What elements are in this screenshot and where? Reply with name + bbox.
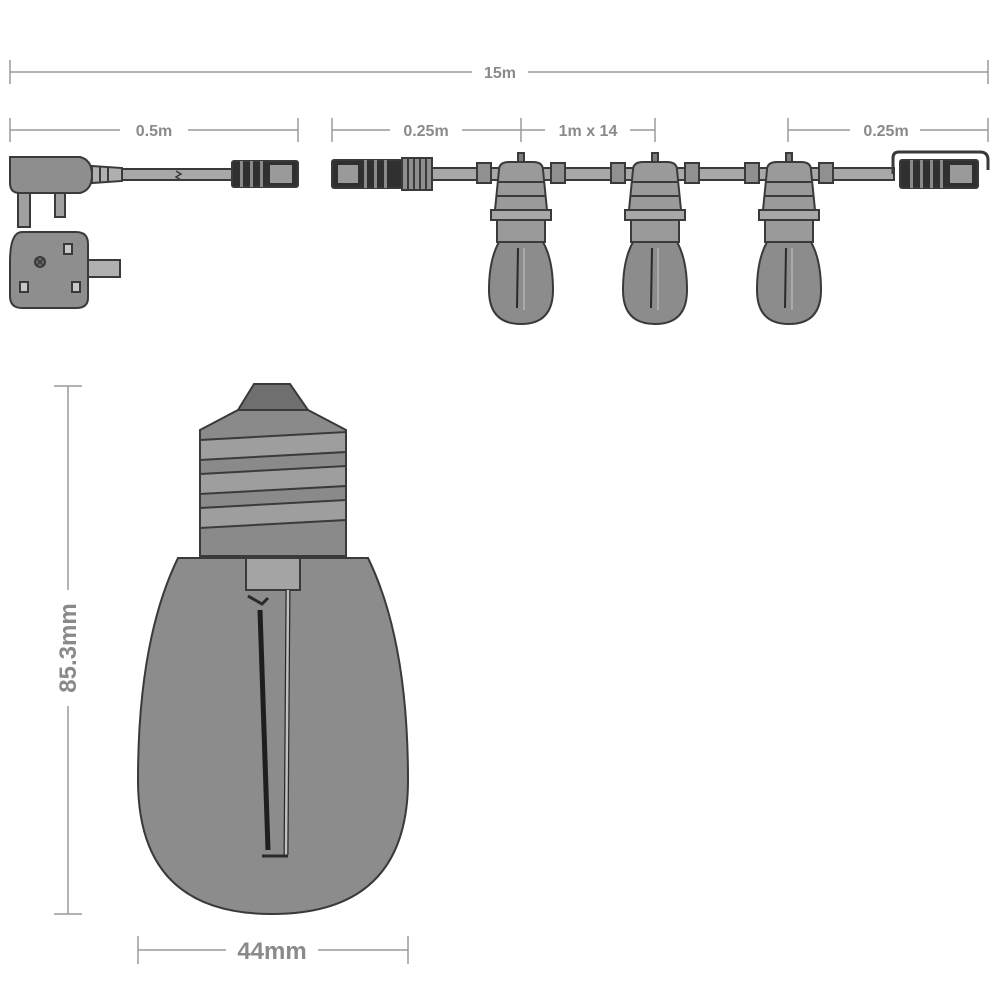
uk-plug-side-view — [9, 156, 299, 228]
uk-plug-face-view — [9, 231, 121, 309]
large-bulb-detail — [136, 383, 410, 916]
bulb-height-label: 85.3mm — [55, 603, 82, 692]
plug-lead-label: 0.5m — [136, 123, 172, 140]
string-bulb — [744, 152, 834, 326]
bulb-spacing-dimension: 1m x 14 — [521, 118, 656, 142]
festoon-string — [331, 150, 990, 326]
bulb-width-label: 44mm — [237, 938, 306, 965]
lead-out-label: 0.25m — [863, 123, 908, 140]
lead-in-dimension: 0.25m — [331, 118, 522, 142]
string-bulb — [610, 152, 700, 326]
plug-lead-dimension: 0.5m — [9, 118, 299, 142]
total-length-label: 15m — [484, 65, 516, 82]
lead-out-dimension: 0.25m — [787, 118, 989, 142]
string-bulb — [476, 152, 566, 326]
bulb-height-dimension: 85.3mm — [54, 385, 82, 915]
lead-in-label: 0.25m — [403, 123, 448, 140]
total-length-dimension: 15m — [9, 60, 989, 84]
bulb-width-dimension: 44mm — [137, 936, 409, 965]
bulb-spacing-label: 1m x 14 — [559, 123, 618, 140]
